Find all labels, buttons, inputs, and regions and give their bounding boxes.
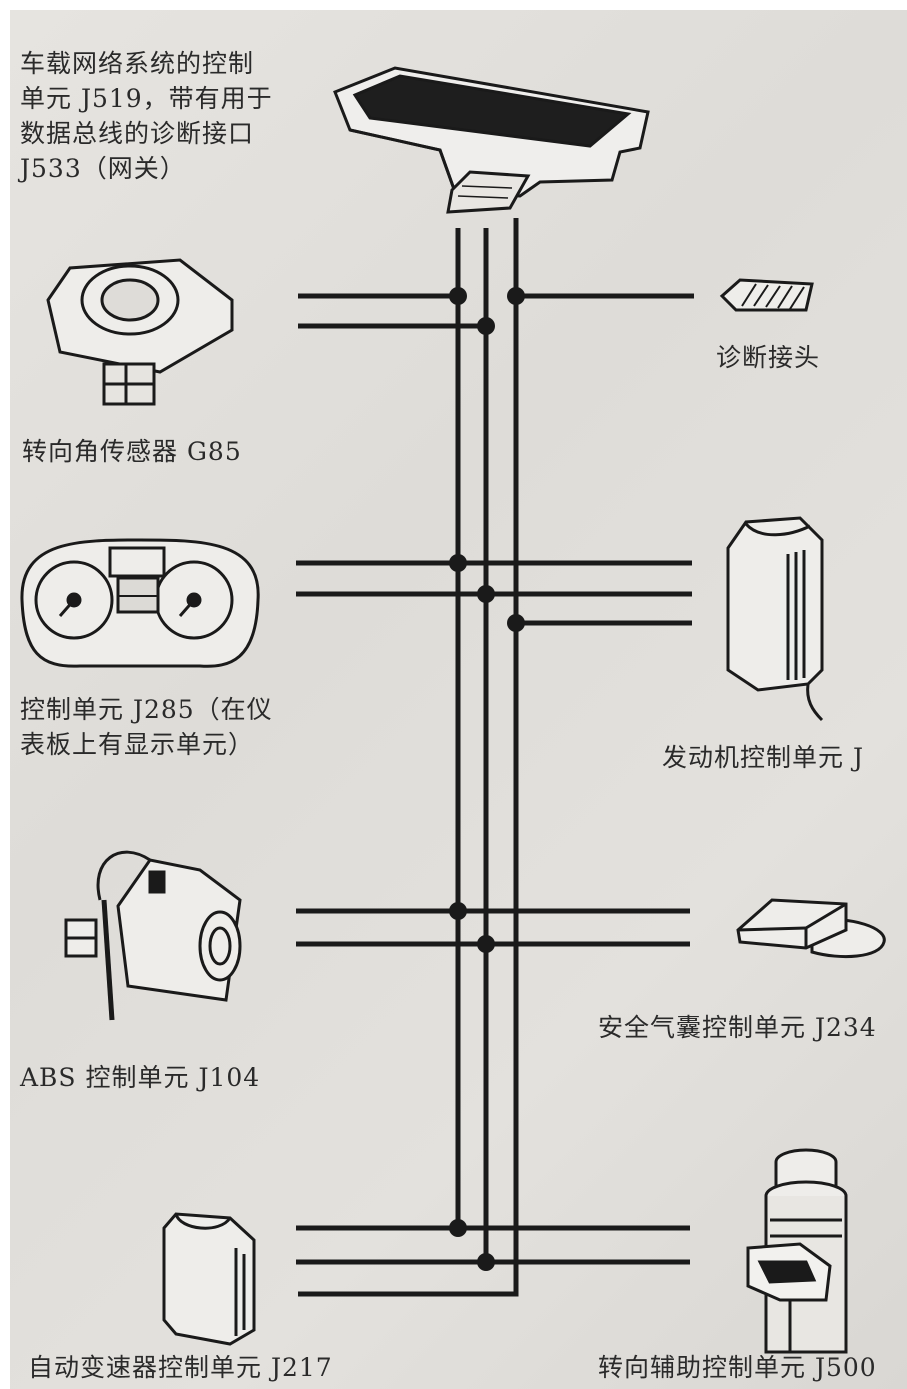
steering-angle-sensor-label: 转向角传感器 G85 [22,437,242,466]
junction-dot [507,614,525,632]
steering-angle-sensor-icon [46,258,234,406]
gateway-label: 车载网络系统的控制 单元 J519，带有用于 数据总线的诊断接口 J533（网关… [20,46,273,186]
transmission-control-label: 自动变速器控制单元 J217 [28,1353,333,1382]
instrument-cluster-label: 控制单元 J285（在仪 表板上有显示单元） [20,692,273,762]
bus-branches [296,293,694,1265]
junction-dot [507,287,525,305]
junction-dot [449,287,467,305]
steering-assist-control-label: 转向辅助控制单元 J500 [598,1353,877,1382]
junction-dot [477,317,495,335]
bus-trunks [298,218,519,1297]
airbag-control-label: 安全气囊控制单元 J234 [598,1013,877,1042]
junction-dot [449,1219,467,1237]
junction-dot [477,1253,495,1271]
gateway-label-line: 车载网络系统的控制 [20,49,255,78]
junction-dot [477,935,495,953]
abs-control-label: ABS 控制单元 J104 [20,1063,261,1092]
junction-dot [449,554,467,572]
instrument-cluster-icon [20,538,260,668]
engine-control-unit-icon [726,516,824,722]
junction-dot [477,585,495,603]
airbag-control-unit-icon [736,898,886,959]
diagnostic-connector-icon [719,278,814,312]
junction-dot [449,902,467,920]
abs-control-unit-icon [64,850,242,1021]
instrument-cluster-label-line: 控制单元 J285（在仪 [20,695,273,724]
engine-control-label: 发动机控制单元 J [662,743,864,772]
gateway-label-line: J533（网关） [20,154,186,183]
bus-junctions [449,287,525,1271]
transmission-control-unit-icon [162,1212,256,1346]
gateway-label-line: 单元 J519，带有用于 [20,84,273,113]
gateway-unit-icon [333,66,650,214]
bus-trunk-line-3 [298,218,519,1297]
instrument-cluster-label-line: 表板上有显示单元） [20,730,255,759]
steering-assist-unit-icon [746,1148,848,1354]
gateway-label-line: 数据总线的诊断接口 [20,119,255,148]
diagnostic-connector-label: 诊断接头 [716,343,821,372]
